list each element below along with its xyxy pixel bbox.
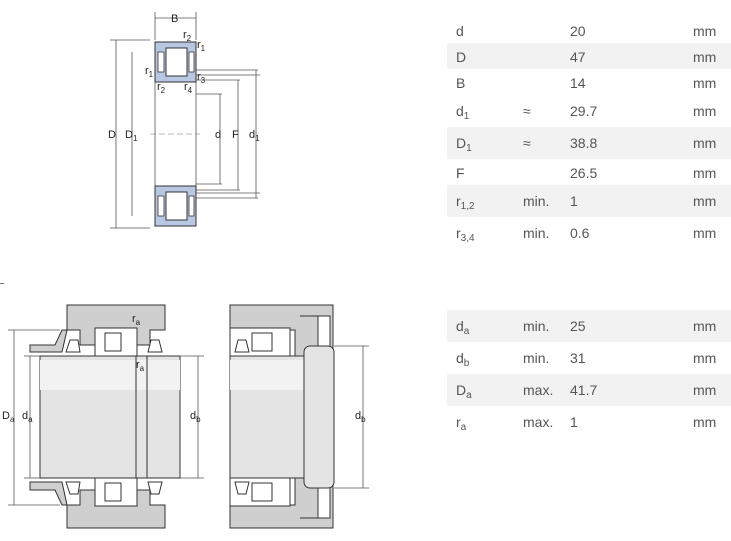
table-row: r3,4 min. 0.6 mm	[447, 217, 731, 249]
dimension-value: 47	[570, 49, 586, 65]
label-r1-left: r1	[145, 65, 154, 79]
dimension-unit: mm	[693, 135, 717, 151]
table-row: B 14 mm	[447, 69, 731, 95]
label-db-left: db	[190, 410, 201, 424]
dimension-value: 31	[570, 350, 586, 366]
label-B: B	[171, 13, 178, 25]
dimension-symbol: F	[456, 165, 465, 181]
dimension-value: 1	[570, 414, 578, 430]
label-ra-mid: ra	[136, 359, 145, 373]
separator-mark	[0, 283, 4, 284]
dimension-unit: mm	[693, 350, 717, 366]
dimension-symbol: D	[456, 49, 467, 65]
table-row: D 47 mm	[447, 43, 731, 69]
dimension-value: 26.5	[570, 165, 598, 181]
dimension-value: 20	[570, 23, 586, 39]
bearing-section-lower	[154, 185, 197, 227]
dimension-symbol: r1,2	[456, 193, 475, 212]
dimension-symbol: da	[456, 318, 470, 337]
dimension-unit: mm	[693, 23, 717, 39]
dimension-qualifier: max.	[523, 382, 554, 398]
dimension-value: 41.7	[570, 382, 598, 398]
dimension-unit: mm	[693, 382, 717, 398]
dimension-symbol: Da	[456, 382, 472, 401]
bearing-dimension-diagram: B r2 r1 r1 r2 r4 r3 D D1 d F d1	[108, 12, 260, 229]
label-db-right: db	[355, 410, 366, 424]
table-row: F 26.5 mm	[447, 159, 731, 185]
dimension-qualifier: min.	[523, 318, 550, 334]
dimension-qualifier: ≈	[523, 103, 531, 119]
label-r4: r4	[184, 81, 193, 95]
table-row: D1 ≈38.8 mm	[447, 127, 731, 159]
dimension-symbol: r3,4	[456, 225, 475, 244]
dimension-qualifier: min.	[523, 225, 550, 241]
dimension-qualifier: min.	[523, 350, 550, 366]
label-da: da	[22, 410, 33, 424]
table-row: Da max. 41.7 mm	[447, 374, 731, 406]
dimension-symbol: d	[456, 23, 464, 39]
label-ra-top: ra	[132, 313, 141, 327]
label-r2-top: r2	[183, 29, 192, 43]
dimension-unit: mm	[693, 103, 717, 119]
dimension-unit: mm	[693, 49, 717, 65]
dimension-value: 38.8	[570, 135, 598, 151]
dimension-symbol: ra	[456, 414, 467, 433]
mounting-view-left: ra ra Da da db	[2, 304, 204, 529]
dimension-value: 25	[570, 318, 586, 334]
dimension-qualifier: ≈	[523, 135, 531, 151]
dimension-unit: mm	[693, 225, 717, 241]
table-row: d 20 mm	[447, 17, 731, 43]
label-r1-top: r1	[197, 39, 206, 53]
label-D1: D1	[125, 129, 138, 143]
label-F: F	[232, 129, 239, 141]
dimension-unit: mm	[693, 318, 717, 334]
bearing-section-upper	[154, 41, 197, 83]
dimension-value: 1	[570, 193, 578, 209]
table-row: ra max. 1 mm	[447, 406, 731, 438]
dimension-qualifier: min.	[523, 193, 550, 209]
dimension-unit: mm	[693, 75, 717, 91]
label-d1: d1	[249, 129, 260, 143]
dimension-value: 0.6	[570, 225, 590, 241]
dimension-symbol: D1	[456, 135, 472, 154]
label-d: d	[215, 129, 221, 141]
dimension-symbol: d1	[456, 103, 470, 122]
dimension-qualifier: max.	[523, 414, 554, 430]
dimension-symbol: B	[456, 75, 466, 91]
dimension-value: 29.7	[570, 103, 598, 119]
label-D: D	[108, 129, 116, 141]
label-r2-bottom: r2	[157, 81, 166, 95]
mounting-diagram: ra ra Da da db db	[2, 304, 369, 529]
label-r3: r3	[197, 71, 206, 85]
dimension-symbol: db	[456, 350, 470, 369]
table-row: da min. 25 mm	[447, 310, 731, 342]
table-row: d1 ≈29.7 mm	[447, 95, 731, 127]
dimension-unit: mm	[693, 193, 717, 209]
table-row: db min. 31 mm	[447, 342, 731, 374]
label-Da: Da	[2, 410, 15, 424]
dimension-value: 14	[570, 75, 586, 91]
table-row: r1,2 min. 1 mm	[447, 185, 731, 217]
dimension-unit: mm	[693, 414, 717, 430]
dimension-unit: mm	[693, 165, 717, 181]
mounting-view-right: db	[229, 304, 369, 529]
